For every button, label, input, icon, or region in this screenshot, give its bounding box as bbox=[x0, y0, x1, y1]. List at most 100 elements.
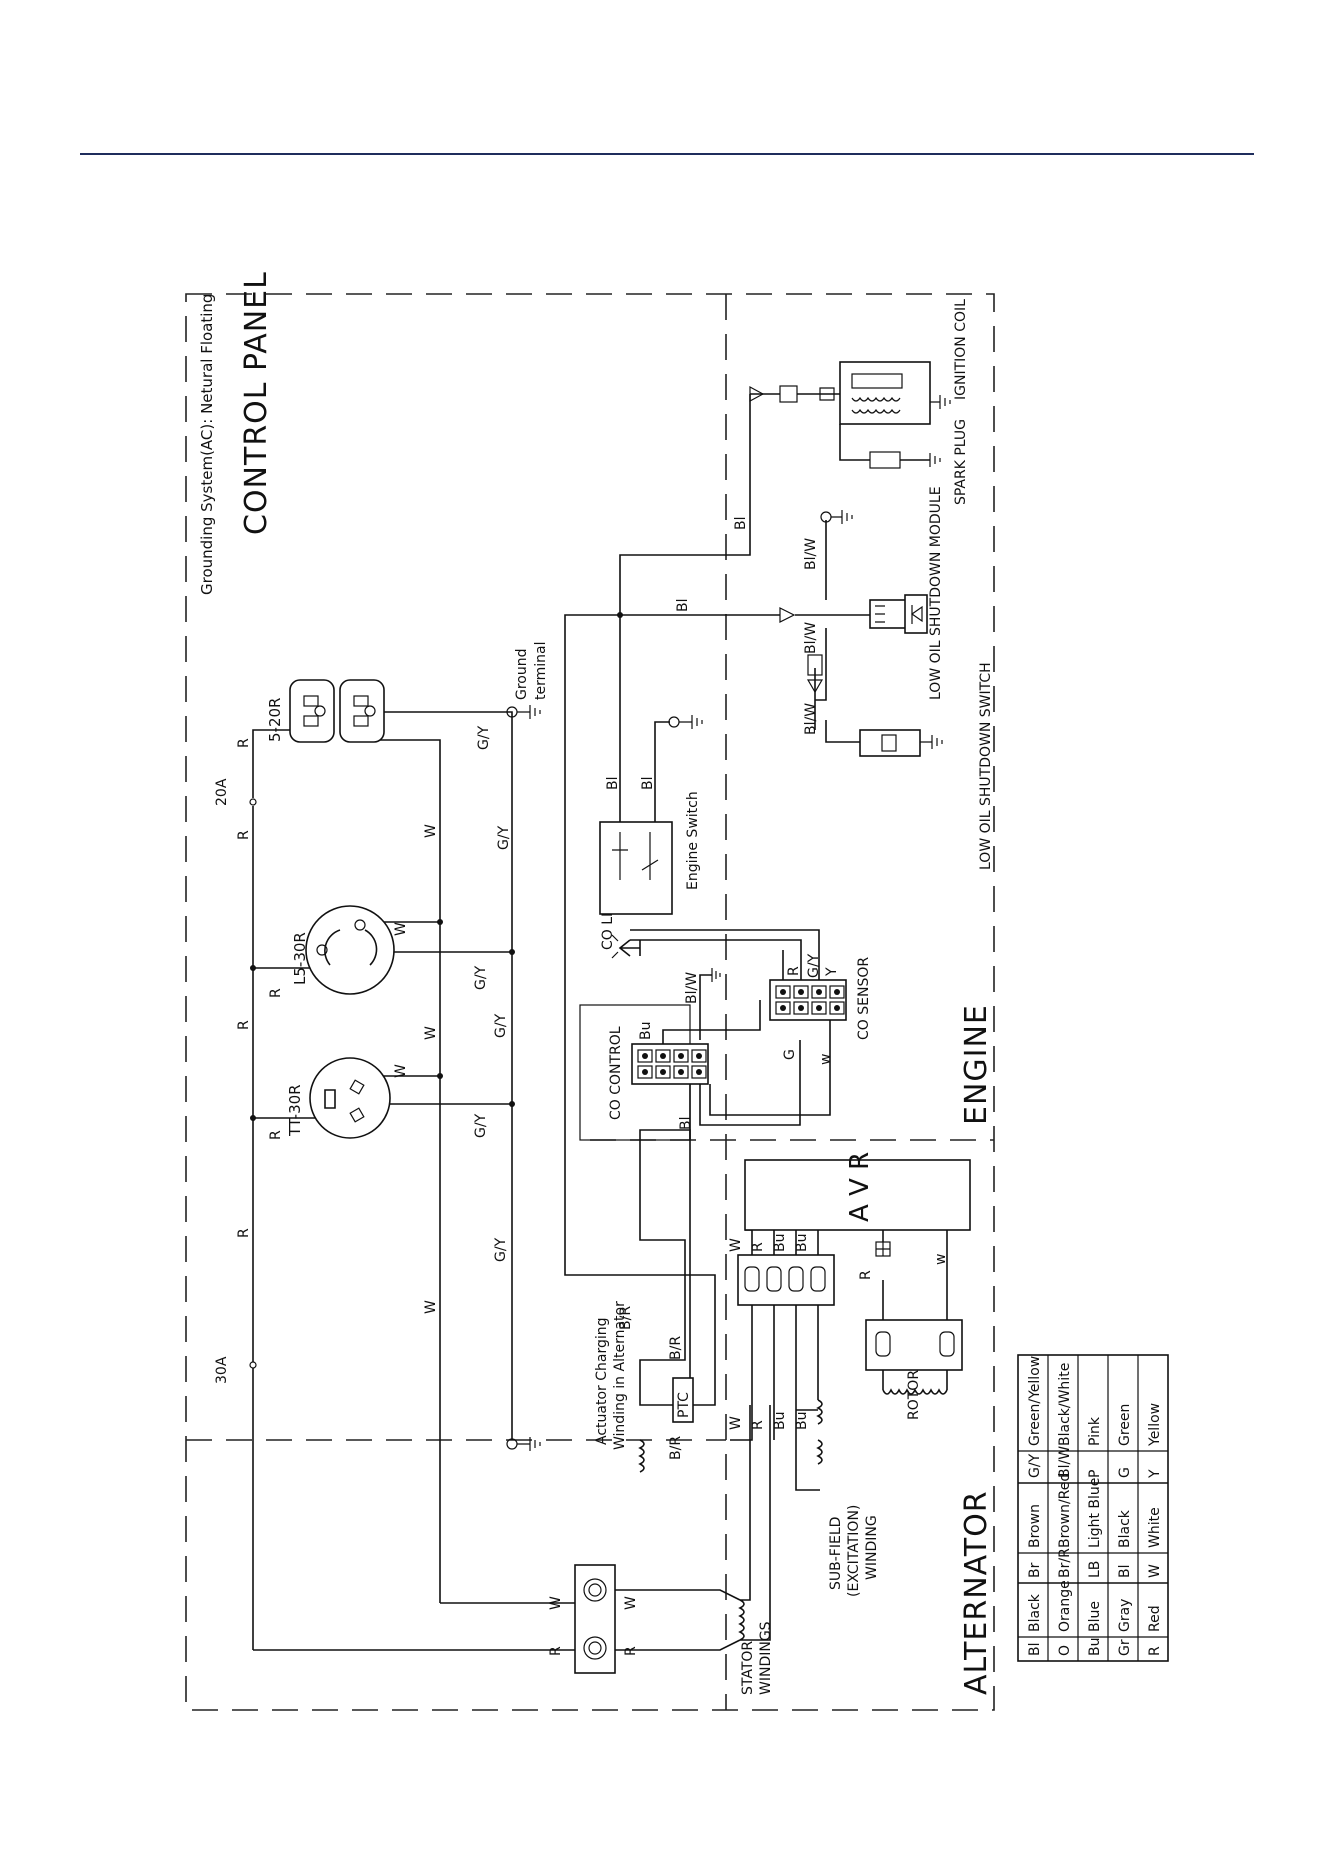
color-legend: BlBlackBrBrownG/YGreen/YellowOOrangeBr/R… bbox=[1017, 1354, 1169, 1662]
engine-switch-ground bbox=[668, 716, 680, 728]
breaker-30a-label: 30A bbox=[214, 1356, 230, 1384]
alternator-connector bbox=[737, 1254, 835, 1306]
label-GY-4: G/Y bbox=[493, 1013, 509, 1038]
low-oil-switch-contact bbox=[881, 734, 897, 752]
label-GY-1: G/Y bbox=[476, 725, 492, 750]
ignition-kill bbox=[869, 451, 901, 469]
legend-cell: Green bbox=[1117, 1404, 1133, 1446]
actuator-coil bbox=[638, 1439, 645, 1473]
receptacle-tt-30r-label: TT-30R bbox=[286, 1084, 304, 1137]
legend-cell: Pink bbox=[1087, 1416, 1103, 1446]
label-W-4: W bbox=[393, 922, 409, 936]
ground-symbol-engine bbox=[679, 715, 703, 729]
low-oil-module bbox=[869, 594, 928, 634]
receptacle-5-20r bbox=[289, 679, 385, 743]
legend-cell: Bu bbox=[1087, 1638, 1103, 1656]
wire-engine-switch bbox=[619, 394, 751, 822]
engine-switch-box bbox=[599, 821, 673, 915]
stator-coil bbox=[738, 1405, 771, 1641]
outer-frame bbox=[185, 293, 995, 1711]
legend-cell: O bbox=[1057, 1645, 1073, 1656]
legend-cell: Bl bbox=[1027, 1643, 1043, 1657]
label-W-co: w bbox=[818, 1054, 834, 1065]
junction-ground-l5 bbox=[509, 949, 515, 955]
ptc-label: PTC bbox=[676, 1392, 692, 1418]
breaker-20a-symbol bbox=[249, 798, 257, 806]
low-oil-switch-label: LOW OIL SHUTDOWN SWITCH bbox=[978, 662, 994, 870]
label-R-3: R bbox=[236, 1020, 252, 1030]
label-W-5: W bbox=[393, 1064, 409, 1078]
low-oil-triangle-1 bbox=[779, 607, 796, 623]
breaker-30a-symbol bbox=[249, 1361, 257, 1369]
receptacle-5-20r-label: 5-20R bbox=[266, 698, 284, 742]
subfield-label-1: SUB-FIELD bbox=[828, 1517, 844, 1590]
subfield-label-3: WINDING bbox=[864, 1515, 880, 1580]
grounding-note: Grounding System(AC): Netural Floating bbox=[198, 294, 216, 595]
legend-cell: Black bbox=[1027, 1593, 1043, 1632]
legend-cell: Br/R bbox=[1057, 1548, 1073, 1578]
label-BlW-2: Bl/W bbox=[803, 622, 819, 654]
label-R-6: R bbox=[268, 1130, 284, 1140]
ignition-coil bbox=[839, 361, 951, 425]
label-R-1: R bbox=[236, 738, 252, 748]
label-Bl-es-4: Bl bbox=[733, 517, 749, 531]
label-GY-5: G/Y bbox=[473, 1113, 489, 1138]
wire-red-bus bbox=[252, 729, 325, 1650]
wire-bl-to-module bbox=[564, 614, 770, 990]
legend-cell: Y bbox=[1147, 1469, 1163, 1479]
label-R-5: R bbox=[268, 988, 284, 998]
label-Bl-co: Bl bbox=[678, 1117, 694, 1131]
legend-cell: Gr bbox=[1117, 1639, 1133, 1656]
spark-plug-symbol bbox=[749, 385, 765, 403]
co-control-label: CO CONTROL bbox=[608, 1026, 624, 1120]
label-Bl-es-1: Bl bbox=[605, 777, 621, 791]
legend-cell: Blue bbox=[1087, 1601, 1103, 1632]
receptacle-l5-30r bbox=[305, 905, 395, 995]
label-Bu-alt-1: Bu bbox=[772, 1412, 788, 1430]
wire-low-oil bbox=[770, 520, 870, 743]
label-W-3: W bbox=[423, 1300, 439, 1314]
rotor bbox=[865, 1230, 963, 1395]
wire-ground-bus bbox=[345, 711, 513, 1440]
low-oil-connector bbox=[807, 654, 823, 676]
spark-plug-tip bbox=[819, 387, 835, 401]
wire-stator-white bbox=[440, 1589, 741, 1604]
legend-cell: Green/Yellow bbox=[1027, 1356, 1043, 1446]
legend-cell: G bbox=[1117, 1467, 1133, 1478]
alternator-title: ALTERNATOR bbox=[959, 1490, 994, 1695]
legend-cell: Brown bbox=[1027, 1504, 1043, 1548]
ground-symbol-2 bbox=[517, 1437, 541, 1451]
label-W-avr: W bbox=[728, 1238, 744, 1252]
ground-symbol-switch bbox=[920, 735, 943, 749]
label-BR-1: B/R bbox=[618, 1306, 634, 1330]
label-R-4: R bbox=[236, 1228, 252, 1238]
ignition-coil-label: IGNITION COIL bbox=[953, 299, 969, 400]
wire-stator-red bbox=[253, 1639, 741, 1651]
label-R-co: R bbox=[786, 966, 802, 976]
low-oil-triangle-2 bbox=[806, 679, 824, 694]
ground-symbol-1 bbox=[517, 705, 541, 719]
junction-white-tt bbox=[437, 1073, 443, 1079]
label-R-rotor: R bbox=[858, 1270, 874, 1280]
ptc-box bbox=[672, 1377, 694, 1423]
label-R-alt: R bbox=[750, 1420, 766, 1430]
label-W-2: W bbox=[423, 1026, 439, 1040]
junction-red-tt bbox=[250, 1115, 256, 1121]
low-oil-switch-box bbox=[859, 729, 921, 757]
wire-co-control bbox=[662, 1000, 831, 1140]
actuator-label-2: Winding in Alternator bbox=[612, 1301, 628, 1450]
legend-cell: Gray bbox=[1117, 1599, 1133, 1632]
legend-cell: Light Blue bbox=[1087, 1478, 1103, 1548]
junction-white-l5 bbox=[437, 919, 443, 925]
low-oil-module-label: LOW OIL SHUTDOWN MODULE bbox=[928, 486, 944, 700]
legend-cell: Yellow bbox=[1147, 1403, 1163, 1447]
spark-plug-cap bbox=[779, 385, 798, 403]
co-led bbox=[611, 934, 641, 959]
legend-cell: Black/White bbox=[1057, 1363, 1073, 1446]
label-R-stator-1: R bbox=[548, 1646, 564, 1656]
label-BR-2: B/R bbox=[668, 1336, 684, 1360]
label-W-stator-1: W bbox=[548, 1596, 564, 1610]
ground-terminal-label-2: terminal bbox=[533, 642, 549, 700]
legend-cell: Bl bbox=[1117, 1565, 1133, 1579]
